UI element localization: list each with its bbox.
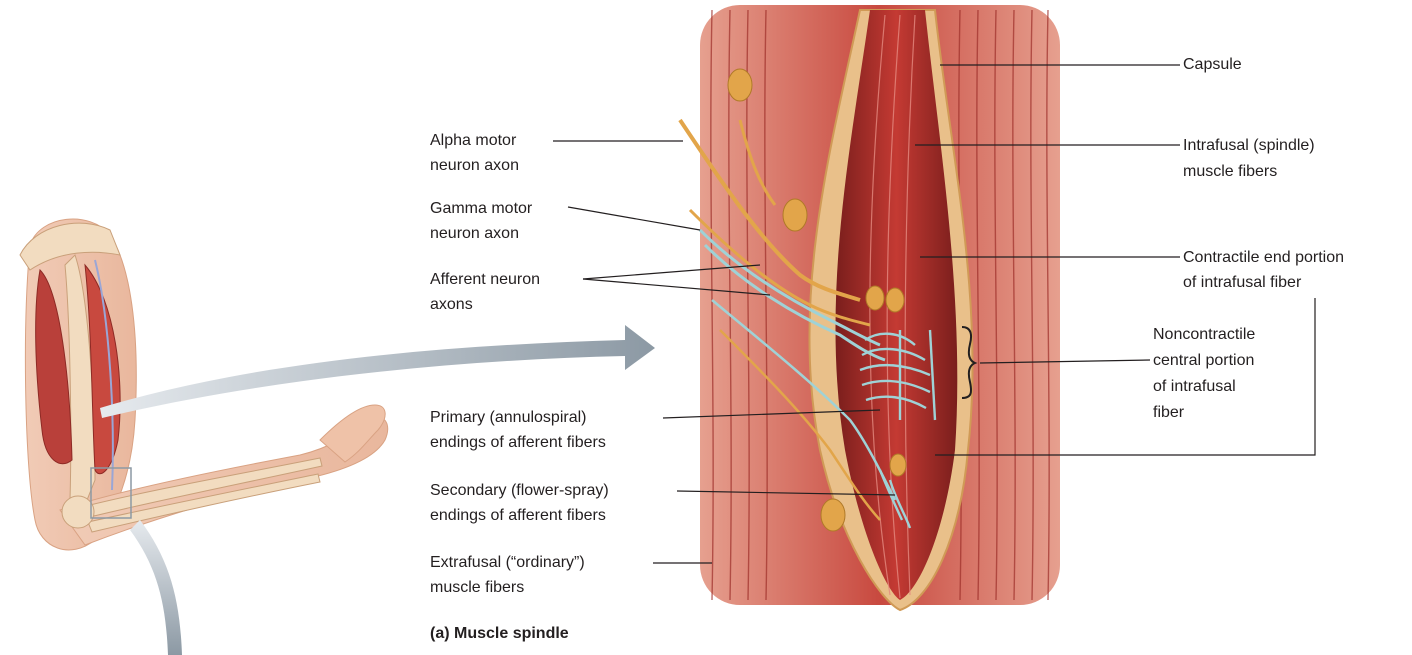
label-intrafusal-line1: Intrafusal (spindle) xyxy=(1183,135,1315,156)
label-extrafusal-line2: muscle fibers xyxy=(430,577,524,598)
label-contractile-line2: of intrafusal fiber xyxy=(1183,272,1301,293)
label-alpha-line2: neuron axon xyxy=(430,155,519,176)
label-capsule: Capsule xyxy=(1183,54,1242,75)
label-primary-line1: Primary (annulospiral) xyxy=(430,407,587,428)
arrow-down xyxy=(130,520,182,655)
label-contractile-line1: Contractile end portion xyxy=(1183,247,1344,268)
label-primary-line2: endings of afferent fibers xyxy=(430,432,606,453)
muscle-spindle-illustration xyxy=(680,5,1060,610)
label-secondary-line1: Secondary (flower-spray) xyxy=(430,480,609,501)
label-extrafusal-line1: Extrafusal (“ordinary”) xyxy=(430,552,585,573)
label-alpha-line1: Alpha motor xyxy=(430,130,516,151)
label-gamma-line2: neuron axon xyxy=(430,223,519,244)
label-noncontractile-line1: Noncontractile xyxy=(1153,324,1255,345)
label-noncontractile-line3: of intrafusal xyxy=(1153,376,1236,397)
label-gamma-line1: Gamma motor xyxy=(430,198,532,219)
label-noncontractile-line2: central portion xyxy=(1153,350,1254,371)
figure-caption: (a) Muscle spindle xyxy=(430,625,569,643)
leader-gamma xyxy=(568,207,700,230)
label-intrafusal-line2: muscle fibers xyxy=(1183,161,1277,182)
label-afferent-line1: Afferent neuron xyxy=(430,269,540,290)
label-secondary-line2: endings of afferent fibers xyxy=(430,505,606,526)
label-afferent-line2: axons xyxy=(430,294,473,315)
label-noncontractile-line4: fiber xyxy=(1153,402,1184,423)
arrow-to-spindle xyxy=(100,325,655,418)
elbow xyxy=(62,496,94,528)
